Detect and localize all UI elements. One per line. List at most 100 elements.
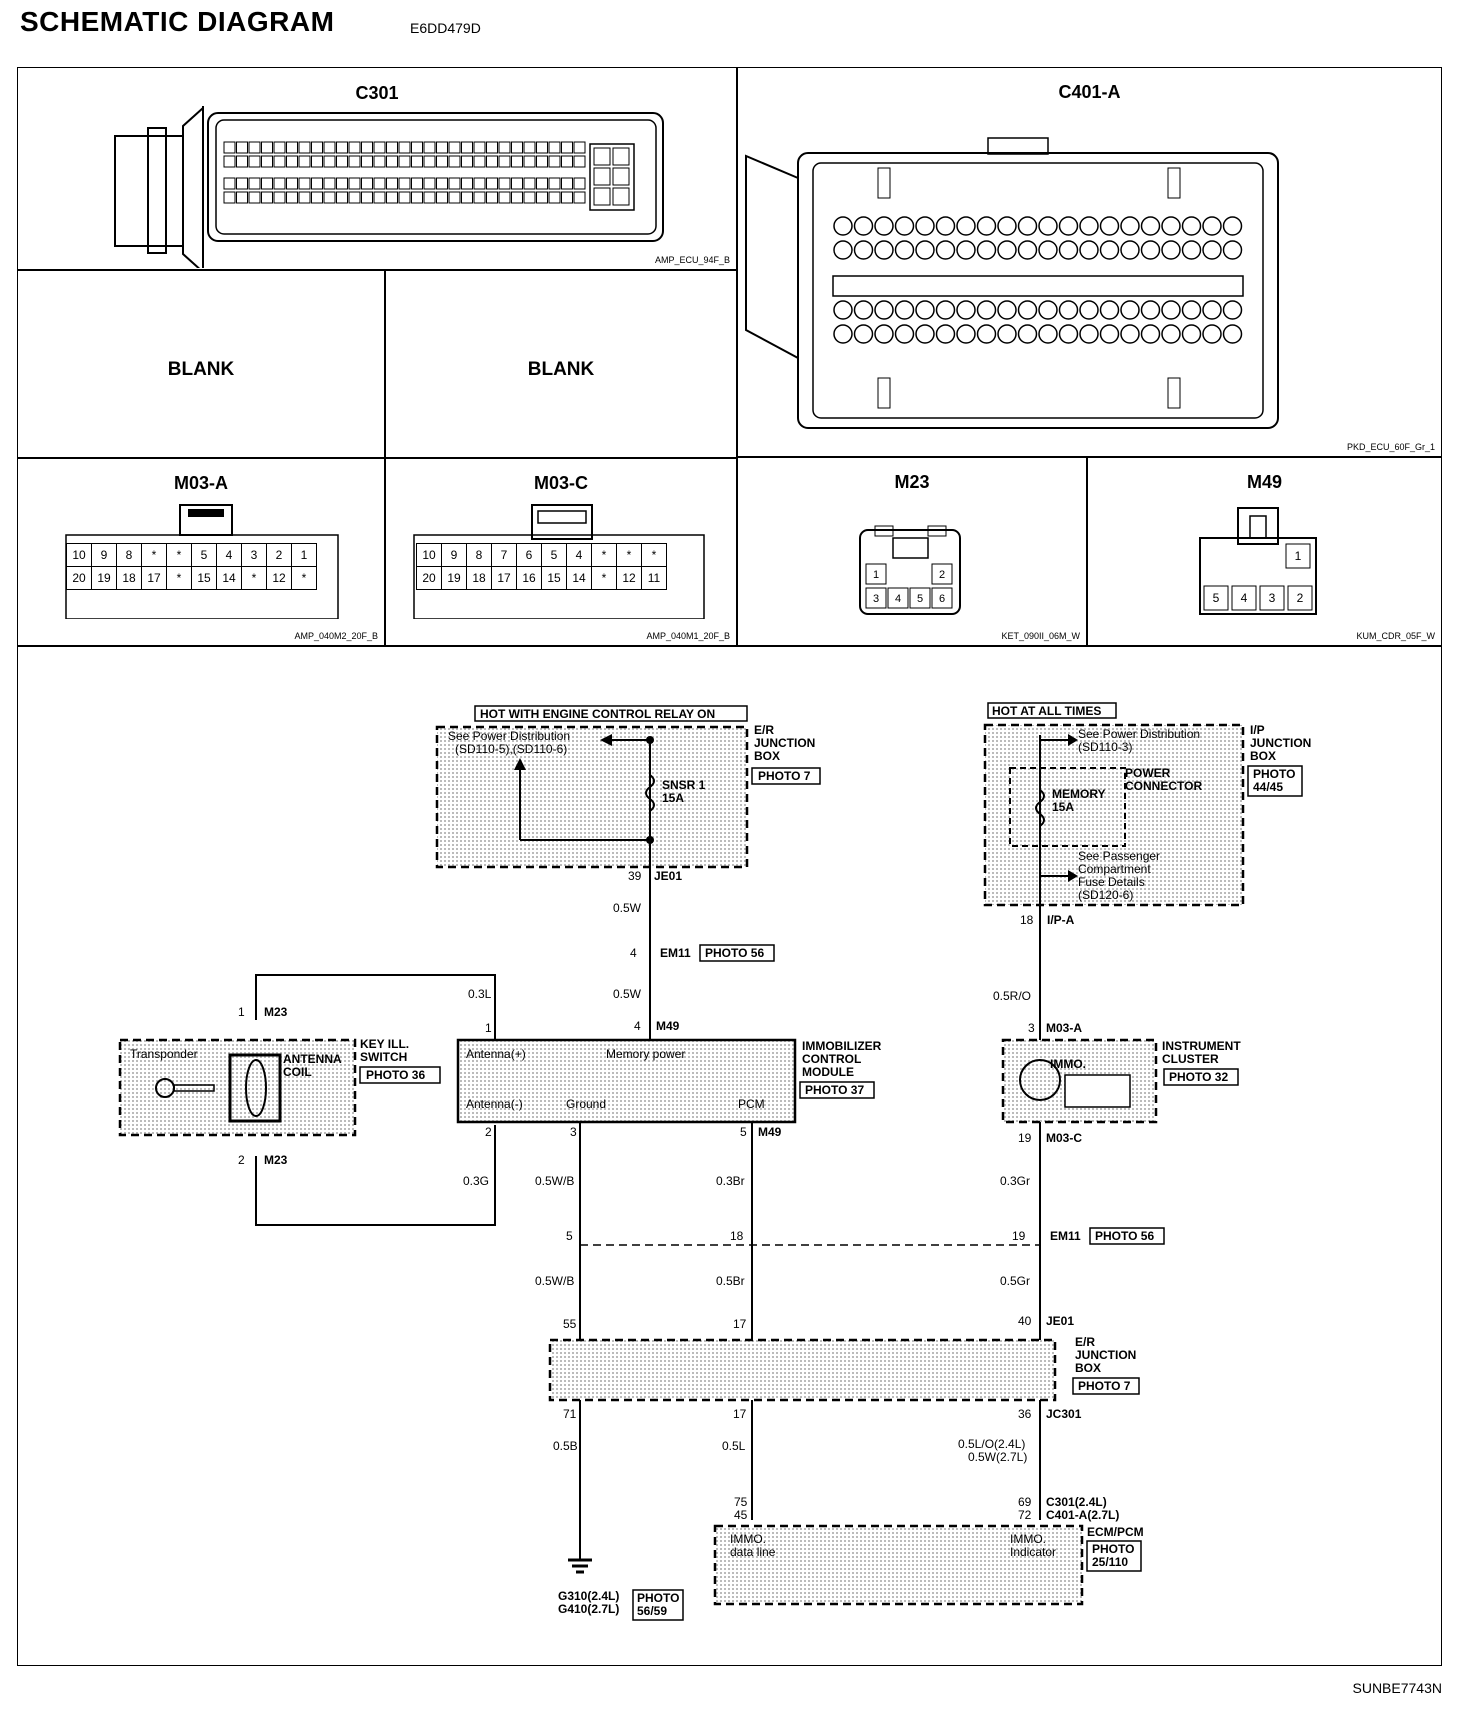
svg-text:55: 55 (563, 1317, 577, 1331)
connector-panel-c401a: C401-A PKD_ECU_60F_Gr_1 (737, 67, 1442, 457)
pin-slot (1120, 300, 1140, 320)
pin-cell: * (591, 543, 617, 567)
svg-text:Ground: Ground (566, 1097, 606, 1111)
pin-slot (894, 300, 915, 320)
svg-text:PCM: PCM (738, 1097, 765, 1111)
pin-slot (573, 155, 586, 168)
pin-cell (931, 563, 953, 585)
svg-text:45: 45 (734, 1508, 748, 1522)
pin-slot (997, 240, 1017, 260)
blank-label: BLANK (167, 359, 235, 380)
pin-slot (223, 191, 236, 204)
pin-slot (1038, 324, 1058, 344)
svg-text:PHOTO 7: PHOTO 7 (1078, 1379, 1131, 1393)
pin-label: 5 (1213, 591, 1220, 605)
c301-connector-drawing (114, 106, 664, 268)
svg-text:M23: M23 (264, 1153, 288, 1167)
pin-slot (473, 191, 486, 204)
pin-slot (1038, 240, 1058, 260)
svg-text:PHOTO 56: PHOTO 56 (705, 946, 764, 960)
connector-panel-c301: C301 AMP_ECU_94F_B (17, 67, 737, 270)
svg-text:IMMOBILIZER: IMMOBILIZER (802, 1039, 882, 1053)
pin-cell (909, 587, 931, 609)
ip-junction-box (983, 723, 1245, 907)
pin-cell (1285, 543, 1311, 569)
svg-text:G310(2.4L): G310(2.4L) (558, 1589, 619, 1603)
pin-slot (894, 240, 915, 260)
pin-label: 2 (1297, 591, 1304, 605)
svg-text:EM11: EM11 (660, 946, 691, 960)
pin-cell (1287, 585, 1313, 611)
pin-cell: 18 (466, 566, 492, 590)
pin-slot (1161, 240, 1181, 260)
pin-cell: 3 (241, 543, 267, 567)
hot-all-label: HOT AT ALL TIMES (992, 704, 1101, 718)
pin-slot (1161, 216, 1181, 236)
pin-slot (286, 141, 298, 154)
blank-label: BLANK (527, 359, 595, 380)
pin-slot (248, 191, 261, 204)
pin-slot (976, 216, 997, 236)
pin-slot (236, 155, 248, 168)
pin-label: 1 (873, 569, 879, 581)
pin-cell: 15 (541, 566, 567, 590)
pin-slot (1161, 300, 1181, 320)
svg-text:0.3Gr: 0.3Gr (1000, 1174, 1030, 1188)
pin-slot (997, 324, 1017, 344)
pin-slot (935, 240, 956, 260)
pin-cell (865, 563, 887, 585)
svg-text:MODULE: MODULE (802, 1065, 854, 1079)
svg-text:M49: M49 (656, 1019, 680, 1033)
pin-slot (411, 177, 423, 190)
document-code: E6DD479D (410, 20, 481, 36)
pin-slot (411, 141, 423, 154)
svg-text:ECM/PCM: ECM/PCM (1087, 1525, 1144, 1539)
pin-slot (915, 240, 935, 260)
svg-text:Compartment: Compartment (1078, 862, 1151, 876)
pin-slot (1058, 324, 1079, 344)
pin-cell (865, 587, 887, 609)
pin-label: 4 (1241, 591, 1248, 605)
pin-slot (273, 191, 286, 204)
pin-slot (361, 141, 373, 154)
svg-text:E/R: E/R (754, 723, 774, 737)
pin-slot (448, 155, 461, 168)
svg-text:0.3L: 0.3L (468, 987, 492, 1001)
pin-cell: 5 (541, 543, 567, 567)
svg-text:0.5L/O(2.4L): 0.5L/O(2.4L) (958, 1437, 1025, 1451)
pin-slot (336, 141, 348, 154)
pin-slot (323, 141, 336, 154)
pin-slot (261, 191, 273, 204)
pin-slot (398, 177, 411, 190)
pin-slot (561, 141, 573, 154)
svg-text:BOX: BOX (1075, 1361, 1101, 1375)
connector-title: M03-A (173, 473, 228, 493)
pin-slot (853, 240, 874, 260)
pin-slot (853, 300, 874, 320)
pin-slot (1079, 216, 1099, 236)
svg-text:C401-A(2.7L): C401-A(2.7L) (1046, 1508, 1119, 1522)
svg-text:POWER: POWER (1125, 766, 1171, 780)
connector-code: PKD_ECU_60F_Gr_1 (1346, 442, 1435, 452)
svg-text:MEMORY: MEMORY (1052, 787, 1106, 801)
svg-text:C301(2.4L): C301(2.4L) (1046, 1495, 1107, 1509)
pin-slot (1017, 300, 1038, 320)
svg-text:Antenna(-): Antenna(-) (466, 1097, 523, 1111)
pin-slot (511, 177, 523, 190)
pin-slot (1120, 216, 1140, 236)
pin-slot (273, 141, 286, 154)
pin-slot (236, 141, 248, 154)
svg-text:4: 4 (634, 1019, 641, 1033)
svg-text:17: 17 (733, 1317, 747, 1331)
pin-slot (423, 177, 436, 190)
pin-slot (473, 155, 486, 168)
pin-slot (1181, 240, 1202, 260)
pin-slot (561, 177, 573, 190)
pin-slot (498, 155, 511, 168)
svg-text:G410(2.7L): G410(2.7L) (558, 1602, 619, 1616)
pin-slot (1222, 324, 1243, 344)
pin-slot (1058, 300, 1079, 320)
svg-text:IMMO.: IMMO. (1010, 1532, 1046, 1546)
pin-slot (1202, 300, 1222, 320)
